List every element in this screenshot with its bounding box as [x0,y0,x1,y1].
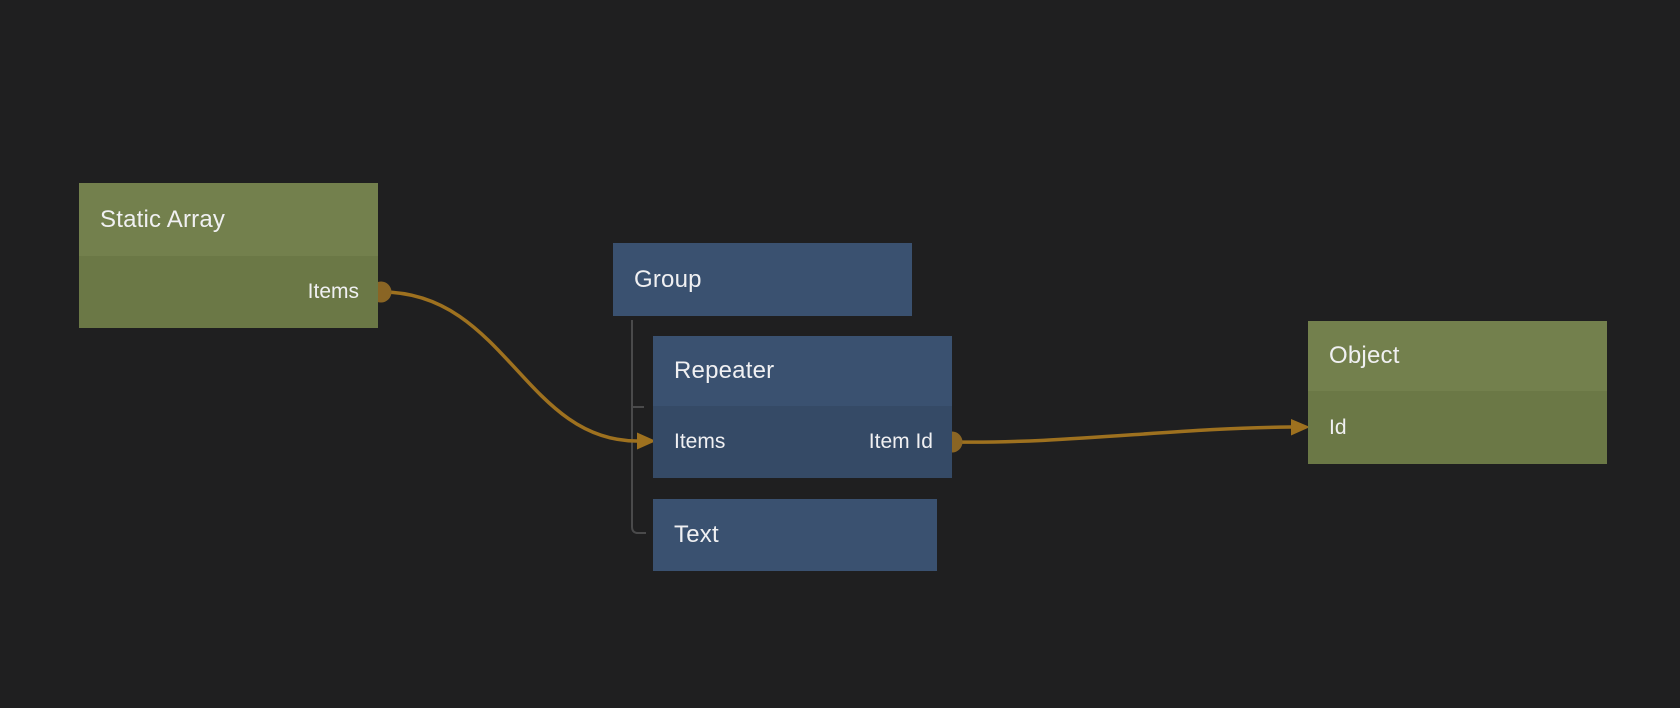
node-static-array[interactable]: Static Array Items [79,183,378,328]
node-title: Text [674,521,719,548]
node-body: Items Item Id [653,406,952,478]
node-title: Object [1329,342,1400,369]
input-label-items: Items [674,430,726,453]
node-body: Id [1308,391,1607,464]
node-object[interactable]: Object Id [1308,321,1607,464]
node-header[interactable]: Static Array [79,183,378,256]
node-body: Items [79,256,378,328]
node-repeater[interactable]: Repeater Items Item Id [653,336,952,478]
output-label-items: Items [307,280,359,303]
node-group[interactable]: Group [613,243,912,316]
node-title: Group [634,265,702,293]
port-row-items: Items [79,256,378,328]
port-row-id: Id [1308,391,1607,464]
node-header[interactable]: Group [613,243,912,316]
node-text[interactable]: Text [653,499,937,571]
output-label-item-id: Item Id [868,430,933,453]
node-title: Repeater [674,357,775,384]
group-tree-connector [631,320,646,534]
node-title: Static Array [100,205,226,233]
port-row-items-itemid: Items Item Id [653,406,952,478]
input-label-id: Id [1329,415,1347,439]
node-header[interactable]: Text [653,499,937,571]
node-header[interactable]: Repeater [653,336,952,406]
node-header[interactable]: Object [1308,321,1607,391]
wire-repeater-itemid-to-object-id[interactable] [952,419,1310,444]
